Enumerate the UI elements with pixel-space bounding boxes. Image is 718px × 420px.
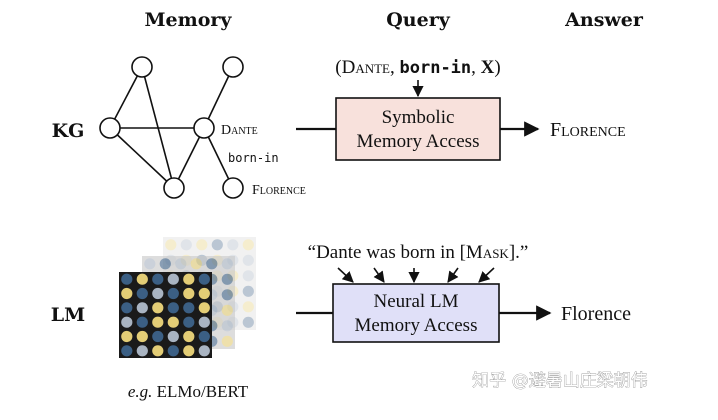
grid-dot xyxy=(198,302,210,314)
symbolic-box-line2: Memory Access xyxy=(357,131,480,152)
grid-dot xyxy=(121,330,133,343)
grid-dot xyxy=(152,316,164,328)
kg-node xyxy=(131,56,153,78)
grid-dot xyxy=(175,258,187,270)
neural-box-line2: Memory Access xyxy=(355,315,478,336)
kg-node xyxy=(163,177,185,199)
lm-prompt-arrows xyxy=(337,267,495,284)
grid-dot xyxy=(198,316,210,328)
grid-dot xyxy=(180,239,192,251)
grid-dot xyxy=(167,345,179,357)
grid-dot xyxy=(242,285,254,297)
kg-edges xyxy=(109,66,234,189)
grid-dot xyxy=(221,335,233,347)
watermark: 知乎 @避暑山庄梁朝伟 xyxy=(472,371,647,391)
lm-grid-front xyxy=(119,272,212,358)
grid-dot xyxy=(165,239,177,251)
kg-answer: Florence xyxy=(550,119,626,141)
grid-dot xyxy=(121,302,133,314)
grid-dot xyxy=(183,345,195,357)
grid-dot xyxy=(136,345,148,357)
grid-dot xyxy=(144,258,156,270)
row-label-lm: LM xyxy=(51,304,85,326)
grid-dot xyxy=(121,316,133,328)
row-label-kg: KG xyxy=(52,120,85,142)
kg-node-dante-label: Dante xyxy=(221,123,258,138)
grid-dot xyxy=(198,273,210,285)
kg-node xyxy=(99,117,121,139)
header-answer: Answer xyxy=(564,9,644,31)
grid-dot xyxy=(242,254,254,266)
grid-dot xyxy=(136,330,148,343)
kg-edge-label: born-in xyxy=(228,151,279,165)
kg-node-florence-label: Florence xyxy=(252,183,306,198)
grid-dot xyxy=(196,239,208,251)
kg-node xyxy=(222,56,244,78)
grid-dot xyxy=(136,287,148,300)
symbolic-box-line1: Symbolic xyxy=(382,107,455,128)
grid-dot xyxy=(159,258,171,270)
grid-dot xyxy=(136,273,148,285)
grid-dot xyxy=(136,302,148,314)
grid-dot xyxy=(221,289,233,301)
grid-dot xyxy=(167,316,179,328)
grid-dot xyxy=(221,273,233,285)
grid-dot xyxy=(206,258,218,270)
grid-dot xyxy=(167,273,179,285)
grid-dot xyxy=(167,287,179,300)
grid-dot xyxy=(183,316,195,328)
grid-dot xyxy=(198,345,210,357)
grid-dot xyxy=(242,270,254,282)
grid-dot xyxy=(242,239,254,251)
grid-dot xyxy=(211,239,223,251)
header-query: Query xyxy=(386,9,450,31)
grid-dot xyxy=(136,316,148,328)
neural-memory-access-box xyxy=(332,283,500,343)
grid-dot xyxy=(183,273,195,285)
grid-dot xyxy=(121,345,133,357)
grid-dot xyxy=(167,330,179,343)
grid-dot xyxy=(167,302,179,314)
kg-node-florence xyxy=(222,177,244,199)
lm-caption: e.g. ELMo/BERT xyxy=(128,382,249,401)
grid-background xyxy=(119,272,212,358)
grid-dot xyxy=(121,287,133,300)
kg-node-dante xyxy=(193,117,215,139)
grid-dot xyxy=(152,302,164,314)
grid-dot xyxy=(198,330,210,343)
grid-dot xyxy=(221,258,233,270)
grid-dot xyxy=(221,304,233,316)
grid-dot xyxy=(152,345,164,357)
lm-grid-stack xyxy=(119,237,256,358)
grid-dot xyxy=(190,258,202,270)
grid-dot xyxy=(221,320,233,332)
grid-dot xyxy=(183,287,195,300)
grid-dot xyxy=(152,287,164,300)
neural-box-line1: Neural LM xyxy=(374,291,459,312)
kg-query-text: (Dante, born-in, X) xyxy=(335,57,500,78)
grid-dot xyxy=(183,302,195,314)
lm-prompt-text: “Dante was born in [Mask].” xyxy=(308,242,529,263)
grid-dot xyxy=(152,330,164,343)
grid-dot xyxy=(183,330,195,343)
grid-dot xyxy=(198,287,210,300)
grid-dot xyxy=(242,301,254,313)
grid-dot xyxy=(121,273,133,285)
grid-dot xyxy=(227,239,239,251)
grid-dot xyxy=(242,316,254,328)
grid-dot xyxy=(152,273,164,285)
lm-answer: Florence xyxy=(561,303,631,325)
header-memory: Memory xyxy=(145,9,233,31)
